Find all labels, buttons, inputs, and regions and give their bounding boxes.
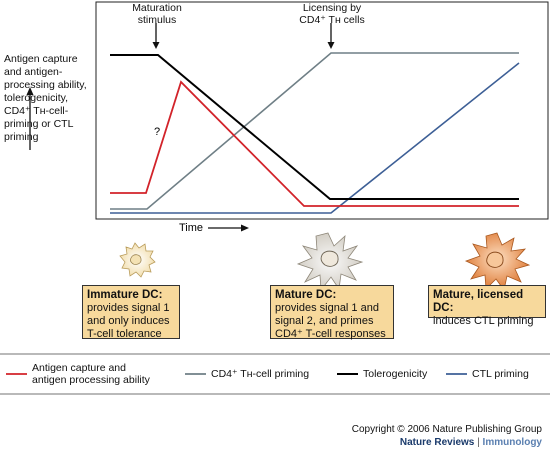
time-arrowhead bbox=[241, 224, 249, 232]
licensing-arrowhead bbox=[327, 42, 335, 49]
tolerogenicity-line bbox=[110, 54, 519, 200]
y-axis-arrowhead bbox=[26, 87, 34, 95]
legend-label-tolerogenicity: Tolerogenicity bbox=[363, 368, 428, 380]
ctl-priming-line bbox=[110, 62, 520, 214]
mature-dc-cell bbox=[296, 232, 364, 292]
immature-dc-cell bbox=[119, 242, 156, 278]
question-mark: ? bbox=[154, 126, 160, 138]
legend-label-antigen: Antigen capture and antigen processing a… bbox=[32, 362, 150, 386]
legend-label-cd4: CD4⁺ Tʜ-cell priming bbox=[211, 368, 310, 380]
copyright-text: Copyright © 2006 Nature Publishing Group bbox=[351, 424, 542, 435]
y-axis-label: Antigen capture and antigen- processing … bbox=[4, 53, 87, 143]
maturation-stimulus-label: Maturation stimulus bbox=[132, 2, 182, 26]
immature-dc-box: Immature DC: provides signal 1 and only … bbox=[82, 285, 180, 340]
mature-dc-box: Mature DC: provides signal 1 and signal … bbox=[270, 285, 394, 340]
antigen-capture-line bbox=[110, 80, 519, 207]
licensed-dc-box: Mature, licensed DC: induces CTL priming bbox=[428, 285, 546, 327]
licensing-label: Licensing by CD4⁺ Tʜ cells bbox=[299, 2, 365, 26]
plot-frame bbox=[95, 1, 549, 220]
journal-brand: Nature Reviews | Immunology bbox=[399, 437, 542, 448]
time-label: Time bbox=[179, 222, 203, 234]
licensed-dc-cell bbox=[464, 232, 531, 291]
cd4-priming-line bbox=[110, 52, 519, 210]
maturation-arrowhead bbox=[152, 42, 160, 49]
legend-label-ctl: CTL priming bbox=[472, 368, 529, 380]
